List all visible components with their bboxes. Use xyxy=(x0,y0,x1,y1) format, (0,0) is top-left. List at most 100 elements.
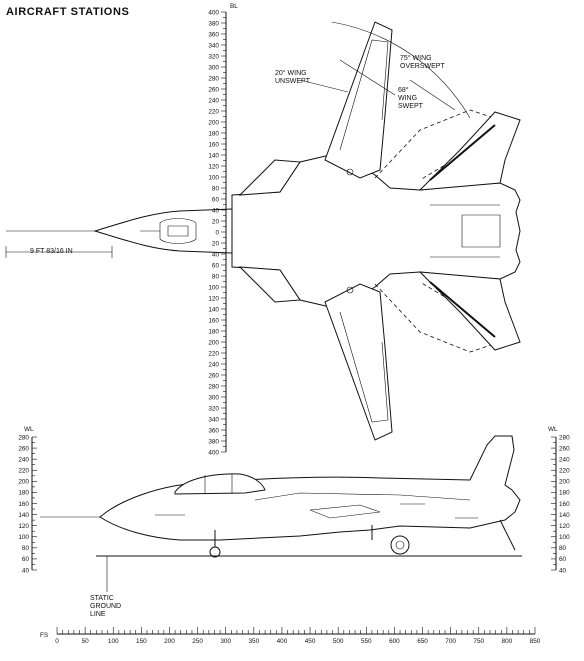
page-title: AIRCRAFT STATIONS xyxy=(6,6,130,18)
wl-tick-label: 100 xyxy=(559,534,570,541)
fs-tick-label: 200 xyxy=(164,638,175,645)
bl-tick-label: 220 xyxy=(208,108,219,115)
wl-tick-label: 40 xyxy=(22,567,30,574)
sweep-leader-20 xyxy=(299,79,349,93)
fs-tick-label: 150 xyxy=(136,638,147,645)
bl-tick-label: 160 xyxy=(208,317,219,324)
plan-glove-upper xyxy=(238,159,301,196)
wl-tick-label: 60 xyxy=(22,556,30,563)
plan-glove-lower xyxy=(238,266,301,303)
annotation-line: UNSWEPT xyxy=(275,78,311,85)
plan-canopy xyxy=(159,218,197,244)
side-canopy xyxy=(174,473,266,495)
bl-tick-label: 360 xyxy=(208,427,219,434)
plan-wing-lower xyxy=(324,283,393,441)
bl-tick-label: 160 xyxy=(208,141,219,148)
wl-tick-label: 200 xyxy=(559,479,570,486)
bl-tick-label: 180 xyxy=(208,130,219,137)
bl-tick-label: 260 xyxy=(208,86,219,93)
bl-axis-label: BL xyxy=(230,3,238,10)
annotation-line: WING xyxy=(398,95,417,102)
bl-scale: BL40038036034032030028026024022020018016… xyxy=(208,3,238,456)
wl-tick-label: 140 xyxy=(18,512,29,519)
wl-axis-label: WL xyxy=(24,426,34,433)
wl-tick-label: 280 xyxy=(18,434,29,441)
sweep-leader-75 xyxy=(409,79,456,111)
fs-tick-label: 800 xyxy=(502,638,513,645)
wl-tick-label: 260 xyxy=(559,445,570,452)
bl-tick-label: 40 xyxy=(212,207,220,214)
annotation-line: 75° WING xyxy=(400,54,432,62)
plan-wing-upper xyxy=(324,21,393,179)
bl-tick-label: 320 xyxy=(208,53,219,60)
annotation-line: OVERSWEPT xyxy=(400,63,445,70)
bl-tick-label: 300 xyxy=(208,64,219,71)
wl-tick-label: 240 xyxy=(18,456,29,463)
bl-tick-label: 360 xyxy=(208,31,219,38)
bl-tick-label: 140 xyxy=(208,152,219,159)
fs-tick-label: 650 xyxy=(417,638,428,645)
bl-tick-label: 100 xyxy=(208,174,219,181)
fs-tick-label: 100 xyxy=(108,638,119,645)
bl-tick-label: 20 xyxy=(212,240,220,247)
plan-wing-lower-flap xyxy=(339,311,389,423)
bl-tick-label: 400 xyxy=(208,9,219,16)
wl-tick-label: 200 xyxy=(18,479,29,486)
bl-tick-label: 180 xyxy=(208,328,219,335)
wl-axis-label: WL xyxy=(548,426,558,433)
annotation-line: 20° WING xyxy=(275,69,307,77)
annotation-line: GROUND xyxy=(90,603,121,610)
wl-tick-label: 120 xyxy=(559,523,570,530)
sweep-leader-68 xyxy=(339,59,396,96)
bl-tick-label: 120 xyxy=(208,163,219,170)
side-intake xyxy=(309,504,381,519)
bl-tick-label: 340 xyxy=(208,42,219,49)
plan-tail-lower xyxy=(418,271,521,351)
fs-tick-label: 50 xyxy=(82,638,90,645)
wl-tick-label: 240 xyxy=(559,456,570,463)
bl-tick-label: 120 xyxy=(208,295,219,302)
wl-tick-label: 160 xyxy=(18,501,29,508)
bl-tick-label: 100 xyxy=(208,284,219,291)
fs-tick-label: 0 xyxy=(55,638,59,645)
side-glove-line xyxy=(254,492,471,501)
bl-tick-label: 240 xyxy=(208,97,219,104)
fs-tick-label: 850 xyxy=(530,638,541,645)
annotation-line: 68° xyxy=(398,86,409,94)
fs-tick-label: 750 xyxy=(473,638,484,645)
plan-cockpit xyxy=(167,225,189,237)
bl-tick-label: 60 xyxy=(212,262,220,269)
sweep-arc xyxy=(331,21,471,119)
bl-tick-label: 320 xyxy=(208,405,219,412)
fs-tick-label: 700 xyxy=(445,638,456,645)
bl-tick-label: 380 xyxy=(208,438,219,445)
bl-tick-label: 240 xyxy=(208,361,219,368)
fs-tick-label: 450 xyxy=(305,638,316,645)
plan-tail-upper xyxy=(418,111,521,191)
bl-tick-label: 60 xyxy=(212,196,220,203)
wl-tick-label: 220 xyxy=(18,468,29,475)
fs-axis-label: FS xyxy=(40,632,48,639)
fs-tick-label: 400 xyxy=(277,638,288,645)
fs-tick-label: 550 xyxy=(361,638,372,645)
plan-view: 9 FT 83/16 IN xyxy=(5,21,521,441)
bl-tick-label: 0 xyxy=(215,229,219,236)
bl-tick-label: 300 xyxy=(208,394,219,401)
bl-tick-label: 80 xyxy=(212,273,220,280)
nose-probe-dimension: 9 FT 83/16 IN xyxy=(30,248,73,255)
wl-tick-label: 180 xyxy=(18,490,29,497)
annotation-line: LINE xyxy=(90,611,106,618)
fs-tick-label: 350 xyxy=(248,638,259,645)
wl-tick-label: 40 xyxy=(559,567,567,574)
wl-tick-label: 180 xyxy=(559,490,570,497)
bl-tick-label: 200 xyxy=(208,339,219,346)
bl-tick-label: 400 xyxy=(208,449,219,456)
